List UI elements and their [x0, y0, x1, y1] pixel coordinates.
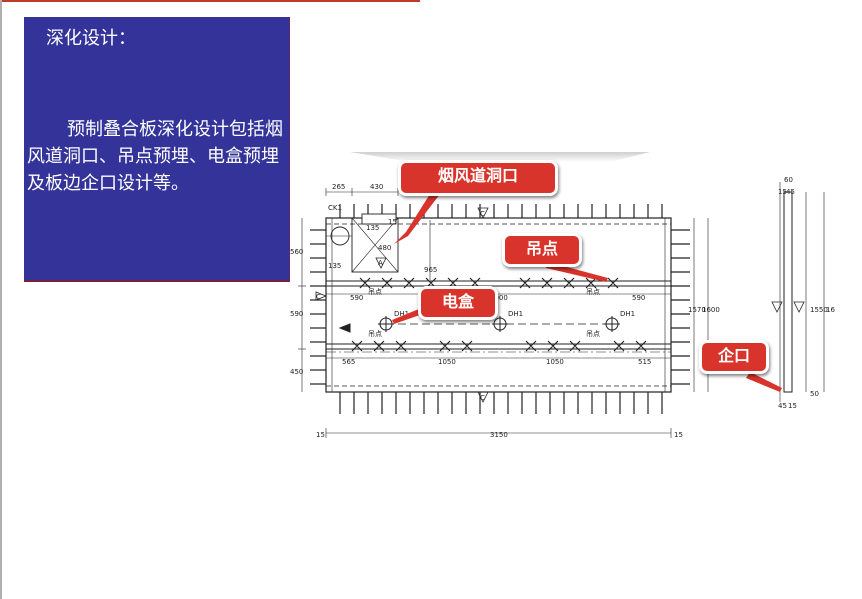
lift-label-row1-right: 吊点	[586, 288, 600, 296]
side-dim-45-bottom: 45	[778, 402, 787, 410]
box-tag-1: DH1	[394, 310, 409, 318]
dim-left-590: 590	[290, 310, 303, 318]
lifting-row-2	[326, 343, 671, 350]
section-marker-top-label: C	[480, 210, 485, 218]
lifting-row-1	[326, 280, 671, 287]
description-panel: 深化设计： 预制叠合板深化设计包括烟风道洞口、吊点预埋、电盒预埋及板边企口设计等…	[24, 17, 290, 282]
slide-left-border	[0, 0, 2, 599]
dim-965: 965	[424, 266, 437, 274]
dim-row1-590-right: 590	[632, 294, 645, 302]
title-underline	[0, 0, 420, 2]
callout-electrical-box: 电盒	[418, 286, 498, 320]
dim-bottom-15-right: 15	[674, 431, 683, 439]
dim-right-1600: 1600	[702, 306, 720, 314]
lift-label-row2-left: 吊点	[368, 330, 382, 338]
side-dim-15-bottom: 15	[788, 402, 797, 410]
right-rebar-ticks	[671, 229, 690, 385]
dim-top-265: 265	[332, 183, 345, 191]
dimension-lines	[298, 188, 709, 438]
left-rebar-ticks	[310, 229, 326, 385]
lift-label-row2-right: 吊点	[586, 330, 600, 338]
section-marker-opening-label: A	[378, 259, 383, 267]
callout-lifting-point: 吊点	[502, 233, 582, 267]
section-marker-bottom-label: C	[480, 394, 485, 402]
top-rebar-ticks	[339, 204, 663, 218]
dim-row2-1050-a: 1050	[438, 358, 456, 366]
section-markers	[315, 207, 489, 403]
side-dim-1550: 1550	[810, 306, 828, 314]
box-tag-3: DH1	[620, 310, 635, 318]
precast-slab-drawing: C C C A 265 430 CK1 135 15 480 135 965 5…	[290, 152, 835, 444]
dim-bottom-15-left: 15	[316, 431, 325, 439]
box-tag-2: DH1	[508, 310, 523, 318]
rebar-x-marks	[351, 277, 647, 352]
dim-opening-480: 480	[378, 244, 391, 252]
electrical-boxes	[338, 316, 620, 333]
side-dim-1600: 1600	[826, 306, 835, 314]
side-dim-45-top: 45	[786, 188, 795, 196]
panel-body-text: 预制叠合板深化设计包括烟风道洞口、吊点预埋、电盒预埋及板边企口设计等。	[27, 119, 283, 194]
dim-row1-590-left: 590	[350, 294, 363, 302]
dim-row2-565: 565	[342, 358, 355, 366]
opening-id-label: CK1	[328, 204, 342, 212]
side-dim-60: 60	[784, 176, 793, 184]
dim-left-450: 450	[290, 368, 303, 376]
side-dim-15-top: 15	[778, 188, 787, 196]
flue-opening	[326, 213, 431, 280]
lift-label-row1-left: 吊点	[368, 288, 382, 296]
side-dim-50: 50	[810, 390, 819, 398]
dim-row1-2000: 2000	[490, 294, 508, 302]
dim-right-1570: 1570	[688, 306, 706, 314]
drawing-shadow	[350, 152, 650, 162]
bottom-rebar-ticks	[339, 392, 663, 414]
dim-top-430: 430	[370, 183, 383, 191]
panel-heading: 深化设计：	[46, 28, 136, 49]
section-marker-left-label: C	[316, 293, 321, 301]
dim-row2-1050-b: 1050	[546, 358, 564, 366]
dim-bottom-3150: 3150	[490, 431, 508, 439]
dim-left-560: 560	[290, 248, 303, 256]
dim-opening-135-top: 135	[366, 224, 379, 232]
side-section	[771, 182, 825, 402]
dim-opening-135-left: 135	[328, 262, 341, 270]
dim-opening-15: 15	[388, 218, 397, 226]
callout-flue-opening: 烟风道洞口	[398, 160, 558, 196]
callout-edge-notch: 企口	[699, 340, 769, 374]
dim-row2-515: 515	[638, 358, 651, 366]
